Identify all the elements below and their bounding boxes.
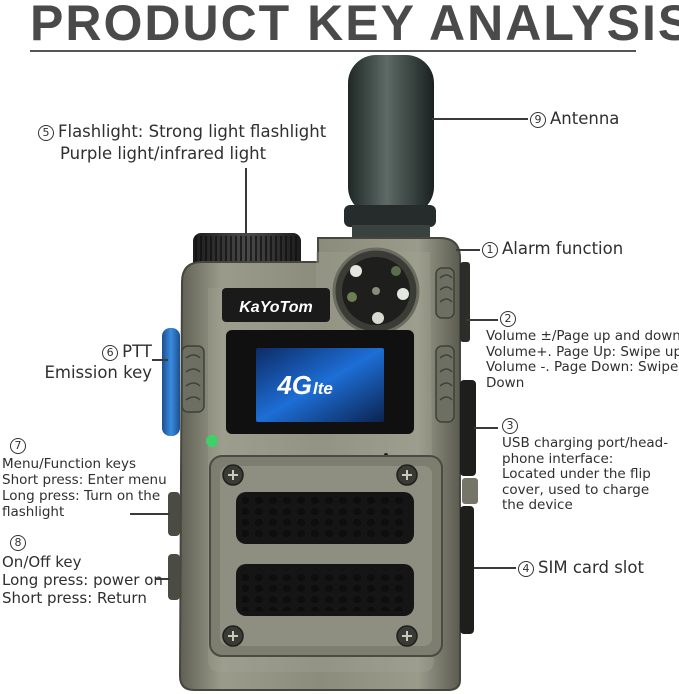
menu-key: [168, 492, 180, 536]
page-title: PRODUCT KEY ANALYSIS: [30, 0, 679, 51]
ptt-button: [162, 328, 180, 436]
callout-usb-line2: phone interface:: [502, 450, 614, 467]
callout-number: 6: [102, 345, 119, 361]
callout-number: 3: [502, 418, 518, 434]
callout-usb-line3: Located under the flip: [502, 466, 651, 482]
leader-menu: [130, 513, 170, 515]
callout-number: 8: [10, 535, 26, 551]
callout-volume-line4: Down: [486, 374, 525, 391]
cover-hinge: [462, 478, 478, 504]
leader-antenna: [432, 118, 528, 120]
leader-sim: [474, 567, 516, 569]
callout-flashlight-line1: Flashlight: Strong light flashlight: [58, 122, 327, 141]
callout-power: 8 On/Off key Long press: power on Short …: [2, 535, 163, 607]
callout-volume: 2 Volume ±/Page up and down Volume+. Pag…: [486, 311, 679, 391]
callout-number: 1: [482, 242, 498, 258]
callout-number: 2: [500, 311, 516, 327]
screen-4g-text: 4G: [276, 370, 312, 400]
volume-button-strip: [460, 262, 470, 342]
leader-volume: [466, 319, 498, 321]
callout-flashlight-line2: Purple light/infrared light: [60, 144, 267, 163]
callout-volume-line1: Volume ±/Page up and down: [486, 328, 679, 344]
speaker-panel: [209, 455, 443, 657]
callout-power-line1: On/Off key: [2, 553, 82, 571]
leader-alarm: [456, 249, 480, 251]
callout-alarm-text: Alarm function: [502, 239, 624, 258]
title-underline: [30, 50, 636, 52]
power-key: [168, 554, 180, 600]
left-grip: [181, 345, 205, 413]
sim-slot-cover: [460, 506, 474, 634]
callout-number: 4: [518, 561, 534, 577]
leader-power: [156, 578, 170, 580]
usb-flip-cover: [460, 380, 476, 476]
screen-lte-text: lte: [313, 379, 333, 398]
callout-sim-text: SIM card slot: [538, 558, 644, 577]
callout-volume-line2: Volume+. Page Up: Swipe up,: [486, 343, 679, 360]
callout-number: 5: [38, 125, 54, 141]
status-led: [206, 435, 218, 447]
callout-antenna-text: Antenna: [550, 109, 620, 128]
leader-flashlight: [245, 168, 247, 234]
callout-usb-line4: cover, used to charge: [502, 481, 650, 498]
brand-logo: KaYoTom: [239, 299, 312, 316]
callout-number: 7: [10, 438, 26, 454]
callout-ptt-line2: Emission key: [44, 363, 152, 382]
callout-usb-line1: USB charging port/head-: [502, 435, 669, 451]
callout-power-line3: Short press: Return: [2, 589, 147, 607]
callout-ptt-line1: PTT: [122, 342, 152, 361]
callout-usb-line5: the device: [502, 497, 573, 513]
antenna: [344, 55, 436, 239]
leader-usb: [474, 427, 498, 429]
callout-menu: 7 Menu/Function keys Short press: Enter …: [2, 438, 167, 520]
display-screen: 4G lte: [226, 330, 414, 434]
callout-menu-line3: Long press: Turn on the: [2, 488, 161, 504]
callout-menu-line4: flashlight: [2, 504, 65, 520]
callout-menu-line1: Menu/Function keys: [2, 456, 136, 472]
leader-ptt: [152, 359, 168, 361]
callout-number: 9: [530, 112, 546, 128]
callout-menu-line2: Short press: Enter menu: [2, 472, 167, 488]
alarm-light: [332, 247, 420, 335]
callout-power-line2: Long press: power on: [2, 571, 163, 589]
callout-usb: 3 USB charging port/head- phone interfac…: [502, 418, 668, 514]
right-grip: [435, 267, 455, 423]
callout-volume-line3: Volume -. Page Down: Swipe: [486, 359, 679, 375]
